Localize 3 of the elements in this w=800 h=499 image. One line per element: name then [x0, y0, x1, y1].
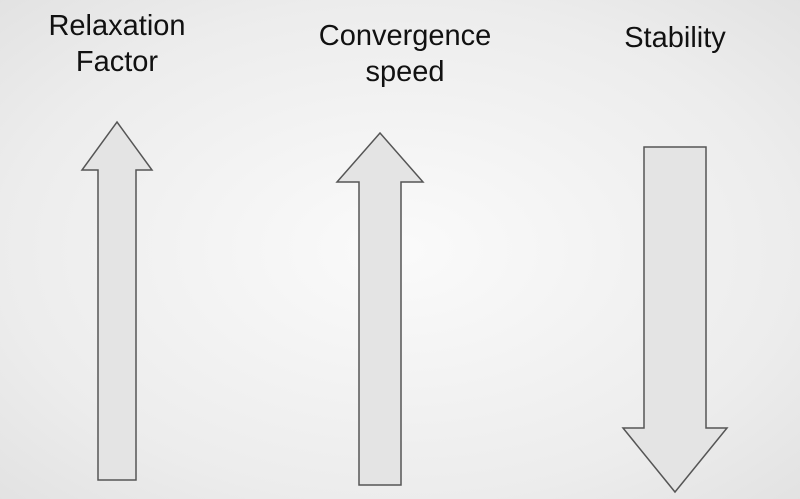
- axis-label: Convergence speed: [318, 19, 492, 90]
- axis-label: Stability: [623, 21, 727, 56]
- axis-label: Relaxation Factor: [47, 9, 187, 80]
